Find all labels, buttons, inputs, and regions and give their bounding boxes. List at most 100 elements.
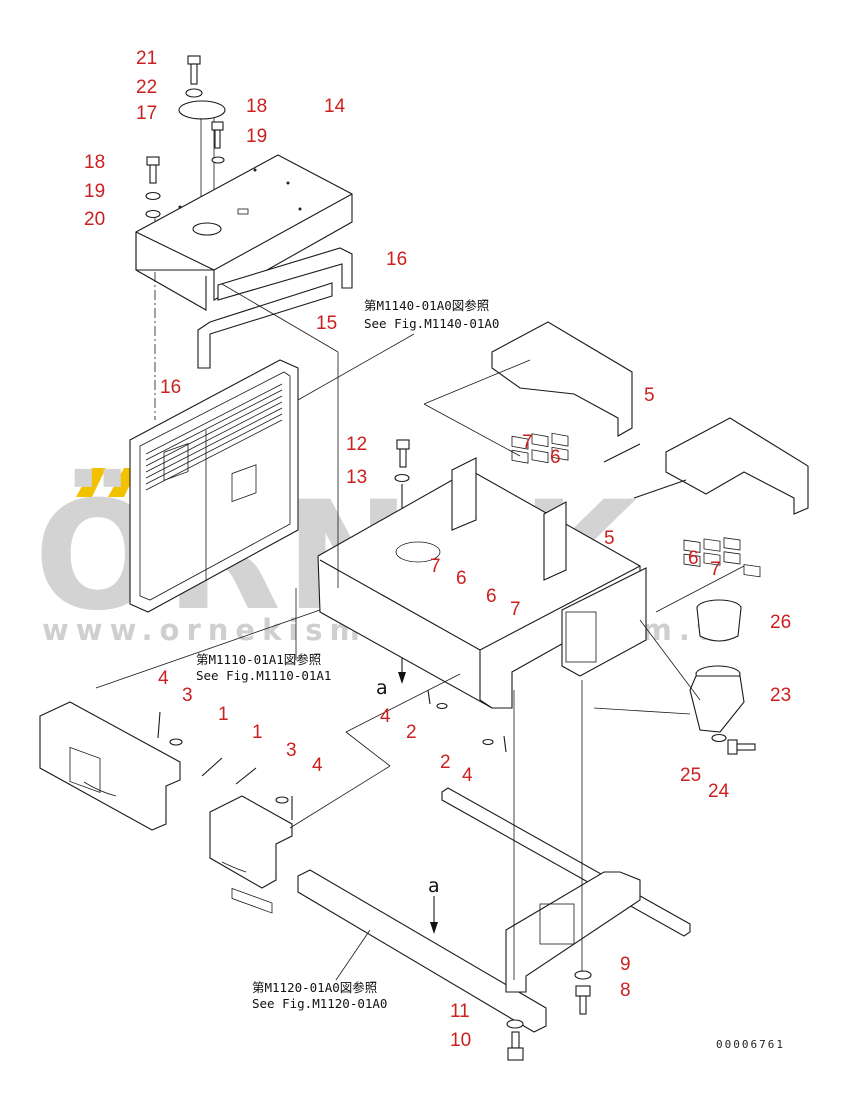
- callout-13: 13: [346, 467, 367, 488]
- cover-hole-4: [286, 181, 290, 185]
- top-cover-upper-outline: [491, 321, 633, 437]
- callout-4-right: 4: [312, 755, 323, 776]
- panel-left-inset: [69, 746, 101, 793]
- support-box: [539, 903, 575, 945]
- guide-1: [221, 283, 339, 353]
- ref-m1140-jp: 第M1140-01A0図参照: [364, 298, 489, 313]
- washer-9: [574, 970, 592, 980]
- bolt-18b-shank: [149, 164, 157, 184]
- duct-23-body: [689, 675, 745, 733]
- bolt-10-head: [507, 1047, 524, 1061]
- cover-hole-1: [178, 205, 182, 209]
- callout-16-upper: 16: [386, 249, 407, 270]
- callout-10: 10: [450, 1030, 471, 1051]
- cover-14-edge: [135, 193, 353, 271]
- callout-1-left: 1: [218, 704, 229, 725]
- callout-4-left: 4: [158, 668, 169, 689]
- washer-2a: [436, 702, 448, 710]
- rods-5: [603, 443, 687, 499]
- callout-7-mid: 7: [430, 556, 441, 577]
- frame-opening: [395, 541, 441, 563]
- support-bracket: [505, 871, 641, 993]
- bolt-18a-shank: [214, 129, 221, 149]
- callout-22: 22: [136, 77, 157, 98]
- ref-m1110-jp: 第M1110-01A1図参照: [196, 652, 321, 667]
- callout-2-frame: 2: [406, 722, 417, 743]
- callout-2-lower: 2: [440, 752, 451, 773]
- callout-6-upper: 6: [550, 447, 561, 468]
- panel-right-handle: [221, 861, 247, 873]
- rod-5a: [603, 443, 641, 463]
- ref-m1120-en: See Fig.M1120-01A0: [252, 996, 387, 1011]
- callout-3-left: 3: [182, 685, 193, 706]
- callout-3-right: 3: [286, 740, 297, 761]
- callout-7-low: 7: [510, 599, 521, 620]
- pin-1a: [201, 757, 223, 777]
- panel-left-outline: [39, 701, 181, 831]
- bolt-24-shank: [736, 743, 756, 751]
- callout-6-right: 6: [688, 548, 699, 569]
- callout-21: 21: [136, 48, 157, 69]
- ref-m1120-jp: 第M1120-01A0図参照: [252, 980, 377, 995]
- callout-11: 11: [450, 1001, 470, 1022]
- washer-25: [711, 733, 727, 743]
- panel-right-bar: [231, 887, 273, 914]
- frame-post-right: [543, 501, 567, 581]
- washer-13: [394, 473, 410, 483]
- callout-19-left: 19: [84, 181, 105, 202]
- top-cover-lower-outline: [665, 417, 809, 515]
- top-cover-upper: [491, 321, 633, 464]
- callout-17: 17: [136, 103, 157, 124]
- grill-louvers: [145, 383, 283, 491]
- guide-3: [423, 359, 531, 405]
- hood-frame-corner: [479, 650, 493, 709]
- ref-m1140-en: See Fig.M1140-01A0: [364, 316, 499, 331]
- arrow-a-upper: [398, 672, 406, 684]
- callout-18-upper: 18: [246, 96, 267, 117]
- cover-14: [135, 154, 353, 311]
- washer-19a: [211, 156, 225, 164]
- cover-14-outline: [135, 154, 353, 301]
- callout-1-right: 1: [252, 722, 263, 743]
- grill-mesh-left: [163, 443, 189, 481]
- pin-4b: [427, 689, 431, 705]
- handle-16-lower: [197, 282, 333, 369]
- callout-4-frame: 4: [380, 706, 391, 727]
- guide-4: [423, 403, 521, 457]
- washer-22: [185, 88, 203, 98]
- washer-3a: [169, 738, 183, 746]
- guide-5: [95, 609, 321, 689]
- bolt-18a-head: [211, 121, 224, 131]
- callout-20: 20: [84, 209, 105, 230]
- grill-frame-outline: [129, 359, 299, 613]
- grill-frame: [129, 359, 299, 613]
- callout-23: 23: [770, 685, 791, 706]
- cover-14-slot: [237, 208, 249, 215]
- grill-frame-inner: [139, 371, 291, 601]
- washer-2b: [482, 738, 494, 746]
- reference-labels: 第M1140-01A0図参照 See Fig.M1140-01A0 第M1110…: [196, 298, 783, 1051]
- washer-19b: [145, 191, 161, 201]
- center-frame: [317, 439, 647, 709]
- pin-4c: [503, 735, 507, 753]
- callout-26: 26: [770, 612, 791, 633]
- panel-left-handle: [83, 781, 117, 797]
- top-hardware: [145, 55, 226, 420]
- callout-19-upper: 19: [246, 126, 267, 147]
- cover-14-hole: [192, 222, 222, 236]
- guide-6: [345, 673, 461, 733]
- marker-a-lower: a: [428, 875, 440, 897]
- callout-4-lower: 4: [462, 765, 473, 786]
- bolt-12-shank: [399, 448, 407, 468]
- cover-hole-2: [253, 168, 257, 172]
- bolt-21-head: [187, 55, 201, 65]
- pin-4a: [157, 711, 161, 739]
- arrow-a-lower: [430, 922, 438, 934]
- callout-25: 25: [680, 765, 701, 786]
- cap-17: [178, 100, 226, 120]
- ref-m1110-en: See Fig.M1110-01A1: [196, 668, 331, 683]
- callout-14: 14: [324, 96, 346, 117]
- top-cover-lower-grid: [683, 537, 761, 578]
- marker-a-upper: a: [376, 677, 388, 699]
